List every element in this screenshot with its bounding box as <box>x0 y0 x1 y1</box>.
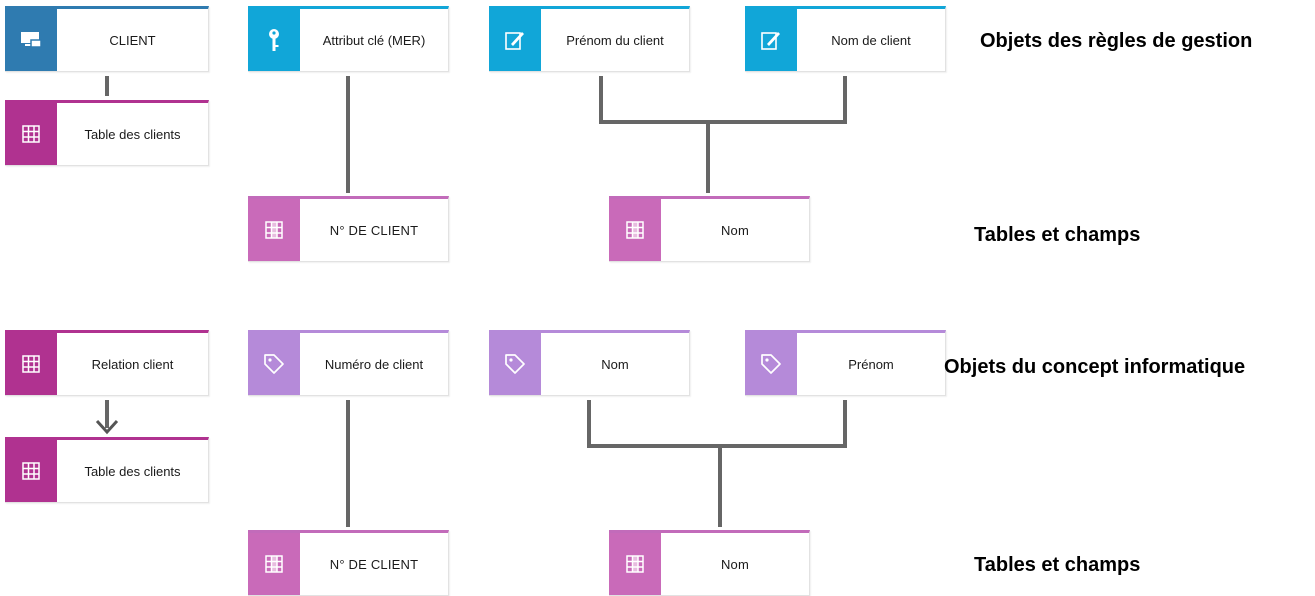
node-field-client-no-top[interactable]: N° DE CLIENT <box>248 196 449 262</box>
pen-document-icon <box>745 9 797 71</box>
node-key-attribute[interactable]: Attribut clé (MER) <box>248 6 449 72</box>
node-field-name-top[interactable]: Nom <box>609 196 810 262</box>
node-label: N° DE CLIENT <box>329 222 419 238</box>
node-label: Nom de client <box>831 32 911 48</box>
node-term-first-name[interactable]: Prénom du client <box>489 6 690 72</box>
table-field-icon <box>609 533 661 595</box>
layer-label-it-concept: Objets du concept informatique <box>944 356 1246 378</box>
table-grid-icon <box>5 440 57 502</box>
node-table-clients-bottom[interactable]: Table des clients <box>5 437 209 503</box>
node-term-last-name[interactable]: Nom de client <box>745 6 946 72</box>
layer-label-tables-fields-2: Tables et champs <box>974 554 1141 576</box>
layer-label-tables-fields-1: Tables et champs <box>974 224 1141 246</box>
node-field-client-no-bottom[interactable]: N° DE CLIENT <box>248 530 449 596</box>
pen-document-icon <box>489 9 541 71</box>
entity-icon <box>5 9 57 71</box>
node-label: Numéro de client <box>324 356 424 372</box>
table-field-icon <box>248 199 300 261</box>
node-field-name-bottom[interactable]: Nom <box>609 530 810 596</box>
node-label: CLIENT <box>109 32 156 48</box>
node-label: Nom <box>601 356 629 372</box>
connector-attrs-bracket <box>587 400 847 448</box>
node-label: Nom <box>720 222 750 238</box>
tag-icon <box>489 333 541 395</box>
tag-icon <box>745 333 797 395</box>
node-label: Prénom <box>848 356 894 372</box>
arrow-head-icon <box>95 419 119 435</box>
layer-label-business-rules: Objets des règles de gestion <box>980 30 1253 52</box>
node-label: Table des clients <box>84 126 181 142</box>
node-label: Nom <box>720 556 750 572</box>
node-label: Table des clients <box>84 463 181 479</box>
node-attr-first-name[interactable]: Prénom <box>745 330 946 396</box>
key-icon <box>248 9 300 71</box>
node-relation-client[interactable]: Relation client <box>5 330 209 396</box>
node-label: Relation client <box>91 356 174 372</box>
node-label: Prénom du client <box>566 32 664 48</box>
node-label: Attribut clé (MER) <box>322 32 426 48</box>
table-grid-icon <box>5 333 57 395</box>
node-entity-client[interactable]: CLIENT <box>5 6 209 72</box>
table-grid-icon <box>5 103 57 165</box>
node-attr-client-no[interactable]: Numéro de client <box>248 330 449 396</box>
connector-terms-bracket <box>599 76 847 124</box>
table-field-icon <box>248 533 300 595</box>
node-table-clients-top[interactable]: Table des clients <box>5 100 209 166</box>
node-label: N° DE CLIENT <box>329 556 419 572</box>
node-attr-last-name[interactable]: Nom <box>489 330 690 396</box>
table-field-icon <box>609 199 661 261</box>
tag-icon <box>248 333 300 395</box>
